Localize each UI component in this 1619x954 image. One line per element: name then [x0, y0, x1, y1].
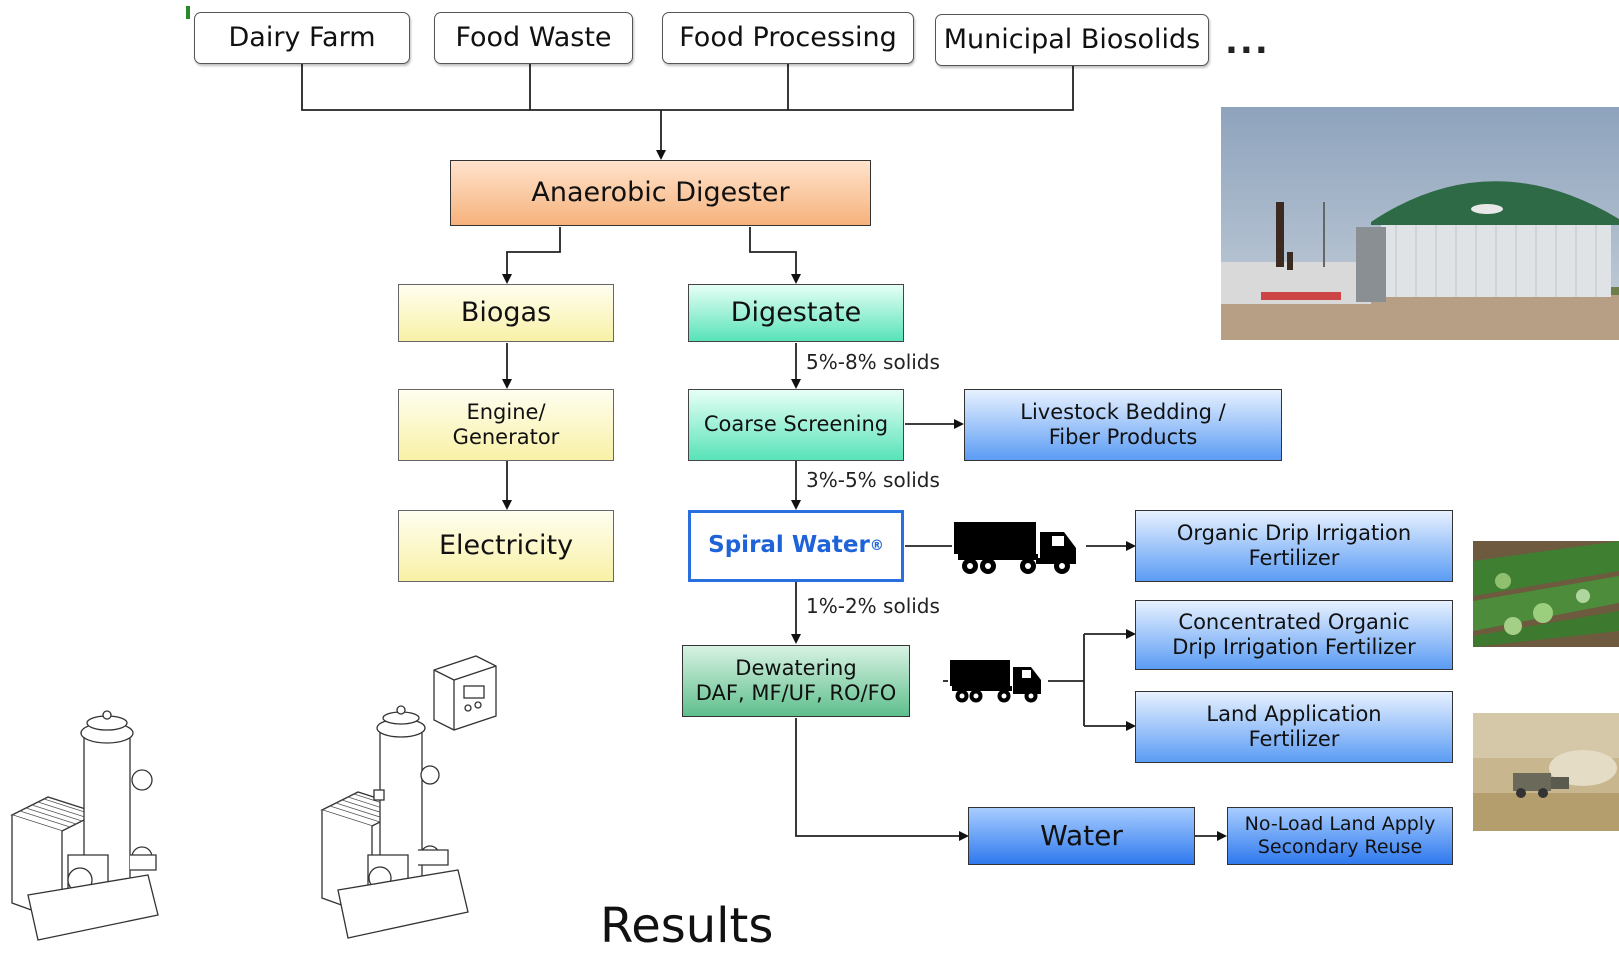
- source-food-processing: Food Processing: [662, 12, 914, 64]
- spiral-water-filter-unit-drawing: [10, 710, 159, 941]
- spiral-water-filter-unit-drawing: [320, 655, 497, 939]
- organic-drip-irrigation-node: Organic Drip Irrigation Fertilizer: [1135, 510, 1453, 582]
- slide-marker: [186, 6, 190, 19]
- truck-icon: [950, 660, 1041, 703]
- solids-label-2: 3%-5% solids: [806, 468, 940, 492]
- digestate-node: Digestate: [688, 284, 904, 342]
- solids-label-1: 5%-8% solids: [806, 350, 940, 374]
- anaerobic-digester-node: Anaerobic Digester: [450, 160, 871, 226]
- truck-icon: [954, 522, 1076, 574]
- more-sources-ellipsis: ...: [1225, 22, 1270, 62]
- solids-label-3: 1%-2% solids: [806, 594, 940, 618]
- electricity-node: Electricity: [398, 510, 614, 582]
- results-heading: Results: [600, 898, 774, 954]
- digester-photo: [1221, 107, 1619, 340]
- dewatering-node: Dewatering DAF, MF/UF, RO/FO: [682, 645, 910, 717]
- engine-generator-node: Engine/ Generator: [398, 389, 614, 461]
- livestock-bedding-node: Livestock Bedding / Fiber Products: [964, 389, 1282, 461]
- source-food-waste: Food Waste: [434, 12, 633, 64]
- no-load-land-apply-node: No-Load Land Apply Secondary Reuse: [1227, 807, 1453, 865]
- concentrated-organic-fertilizer-node: Concentrated Organic Drip Irrigation Fer…: [1135, 600, 1453, 670]
- source-municipal-biosolids: Municipal Biosolids: [935, 14, 1209, 66]
- water-node: Water: [968, 807, 1195, 865]
- coarse-screening-node: Coarse Screening: [688, 389, 904, 461]
- land-application-fertilizer-node: Land Application Fertilizer: [1135, 691, 1453, 763]
- irrigation-field-photo: [1473, 541, 1619, 647]
- land-application-photo: [1473, 713, 1619, 831]
- biogas-node: Biogas: [398, 284, 614, 342]
- spiral-water-node: Spiral Water®: [688, 510, 904, 582]
- source-dairy-farm: Dairy Farm: [194, 12, 410, 64]
